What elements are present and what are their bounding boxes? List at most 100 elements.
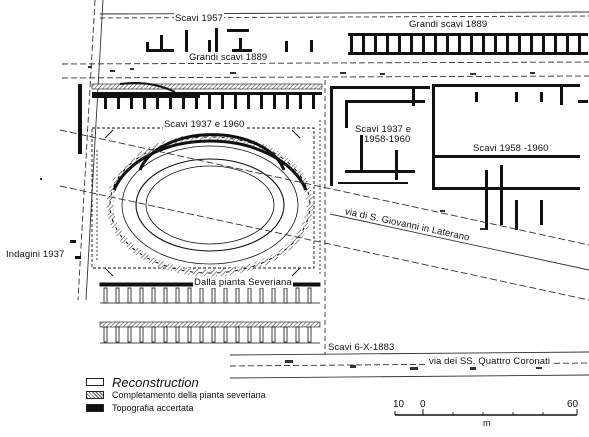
wall-segment [295, 287, 300, 304]
west-street-lines [77, 0, 104, 301]
wall-segment [362, 36, 365, 52]
legend: Reconstruction Completamento della piant… [86, 374, 266, 415]
wall-segment [259, 326, 264, 343]
wall-segment [151, 326, 156, 343]
wall-segment [260, 95, 263, 109]
wall-segment [374, 36, 377, 52]
scale-bar: 10 0 60 m [393, 399, 579, 429]
wall-segment [127, 326, 132, 343]
label-scavi-1937-1958-line1: Scavi 1937 e [354, 124, 413, 135]
wall-segment [566, 36, 569, 52]
legend-label-completamento: Completamento della pianta severiana [112, 390, 266, 400]
wall-segment [127, 287, 132, 304]
wall-segment [143, 95, 146, 109]
wall-segment [208, 95, 211, 109]
walls-scavi-1937-1958 [330, 86, 430, 186]
wall-segment [259, 287, 264, 304]
wall-segment [307, 287, 312, 304]
wall-segment [235, 287, 240, 304]
amphitheatre [91, 120, 321, 277]
wall-segment [163, 326, 168, 343]
wall-segment [482, 36, 485, 52]
excavation-fragments [40, 66, 542, 370]
wall-segment [117, 95, 120, 109]
wall-segment [223, 326, 228, 343]
legend-row-completamento: Completamento della pianta severiana [86, 389, 266, 401]
wall-segment [446, 36, 449, 52]
wall-segment [247, 287, 252, 304]
label-grandi-scavi-1889-right: Grandi scavi 1889 [408, 19, 489, 30]
legend-row-reconstruction: Reconstruction [86, 374, 266, 390]
wall-segment [187, 287, 192, 304]
wall-segment [247, 95, 250, 109]
wall-segment [410, 36, 413, 52]
walls-scavi-1958-1960 [432, 84, 588, 230]
wall-segment [578, 36, 581, 52]
north-portico [91, 82, 323, 109]
wall-segment [350, 36, 353, 52]
label-scavi-1937-1960: Scavi 1937 e 1960 [163, 119, 246, 130]
wall-segment [104, 95, 107, 109]
scale-tick-10: 10 [393, 399, 405, 410]
walls-scavi-1957 [146, 28, 313, 52]
wall-segment [434, 36, 437, 52]
wall-segment [273, 95, 276, 109]
legend-swatch-reconstruction [86, 378, 104, 386]
wall-segment [506, 36, 509, 52]
wall-segment [247, 326, 252, 343]
walls-grandi-scavi-1889 [348, 33, 588, 55]
wall-segment [169, 95, 172, 109]
wall-segment [163, 287, 168, 304]
wall-segment [139, 287, 144, 304]
wall-segment [386, 36, 389, 52]
legend-swatch-completamento [86, 391, 104, 399]
wall-segment [211, 326, 216, 343]
wall-segment [458, 36, 461, 52]
wall-segment [195, 95, 198, 109]
wall-segment [221, 95, 224, 109]
wall-segment [115, 326, 120, 343]
label-dalla-pianta-severiana: Dalla pianta Severiana [193, 277, 293, 288]
wall-segment [103, 287, 108, 304]
south-shops [99, 282, 321, 344]
wall-segment [199, 326, 204, 343]
scale-tick-60: 60 [567, 399, 579, 410]
wall-segment [422, 36, 425, 52]
wall-segment [175, 287, 180, 304]
wall-segment [235, 326, 240, 343]
wall-segment [307, 326, 312, 343]
wall-segment [554, 36, 557, 52]
wall-segment [470, 36, 473, 52]
wall-segment [130, 95, 133, 109]
wall-segment [283, 326, 288, 343]
wall-segment [494, 36, 497, 52]
wall-segment [283, 287, 288, 304]
wall-segment [175, 326, 180, 343]
wall-segment [295, 326, 300, 343]
wall-segment [187, 326, 192, 343]
scale-tick-0: 0 [420, 399, 426, 410]
wall-segment [271, 287, 276, 304]
scale-unit: m [483, 418, 491, 428]
legend-label-topografia: Topografia accertata [112, 403, 194, 413]
wall-segment [530, 36, 533, 52]
wall-segment [518, 36, 521, 52]
legend-row-topografia: Topografia accertata [86, 402, 266, 414]
wall-segment [211, 287, 216, 304]
wall-segment [182, 95, 185, 109]
wall-segment [271, 326, 276, 343]
scale-bar-graphic [394, 409, 578, 416]
wall-segment [199, 287, 204, 304]
west-walls [70, 84, 82, 259]
wall-segment [312, 95, 315, 109]
north-street-lines [61, 11, 589, 79]
via-san-giovanni-lines [59, 129, 589, 301]
legend-label-reconstruction: Reconstruction [112, 374, 199, 390]
wall-segment [139, 326, 144, 343]
label-grandi-scavi-1889-left: Grandi scavi 1889 [188, 52, 269, 63]
wall-segment [299, 95, 302, 109]
wall-segment [286, 95, 289, 109]
wall-segment [398, 36, 401, 52]
label-scavi-6-x-1883: Scavi 6-X-1883 [327, 342, 396, 353]
